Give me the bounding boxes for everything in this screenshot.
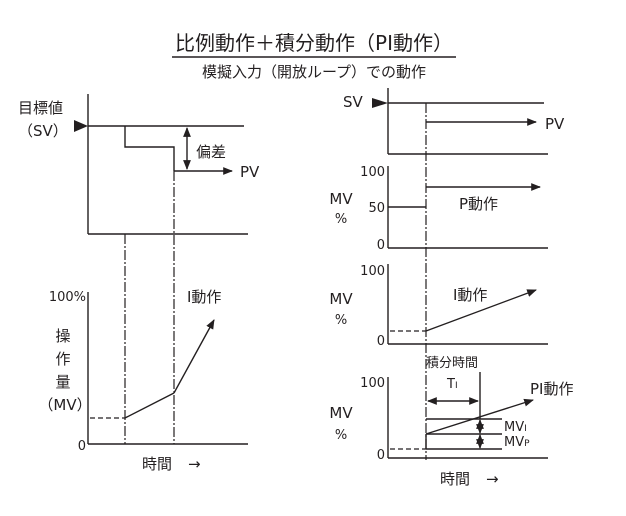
mv-curve-segment-2 <box>173 319 215 394</box>
deviation-label: 偏差 <box>196 143 226 161</box>
p-percent-label: % <box>335 212 347 227</box>
p-0-tick: 0 <box>377 238 385 253</box>
left-pv-chart: 目標値 （SV） 偏差 PV <box>18 94 260 235</box>
sv-label: 目標値 <box>18 99 63 117</box>
diagram-subtitle: 模擬入力（開放ループ）での動作 <box>202 63 426 81</box>
pi-action-chart: 積分時間 TI 100 0 MV % PI動作 MVI MVP 時間 → <box>329 356 573 488</box>
mv-100-tick: 100% <box>49 290 86 305</box>
pi-action-label: PI動作 <box>530 380 573 398</box>
left-mv-chart: 100% 0 操 作 量 （MV） I動作 時間 → <box>38 288 248 473</box>
time-arrow-icon: → <box>188 455 201 473</box>
time-label: 時間 <box>142 455 172 473</box>
mv-curve-segment-1 <box>124 392 175 419</box>
pi-mv-label: MV <box>329 404 353 422</box>
integral-time-label: 積分時間 <box>426 356 478 371</box>
right-time-arrow-icon: → <box>486 470 499 488</box>
right-sv-label: SV <box>343 93 364 111</box>
right-sv-pointer-icon <box>372 98 388 108</box>
right-time-label: 時間 <box>440 470 470 488</box>
p-50-tick: 50 <box>368 201 385 216</box>
pi-100-tick: 100 <box>360 376 385 391</box>
ti-label: TI <box>446 377 458 392</box>
right-pv-label: PV <box>545 115 565 133</box>
mvp-label: MVP <box>504 435 530 450</box>
pv-step <box>124 126 175 171</box>
p-mv-label: MV <box>329 190 353 208</box>
pi-output-line <box>425 398 534 435</box>
i-mv-label: MV <box>329 290 353 308</box>
mv-axis-label-1: 操 <box>55 327 70 345</box>
pv-label: PV <box>240 163 260 181</box>
i-action-chart: 100 0 MV % I動作 <box>329 264 548 349</box>
p-action-chart: 100 50 0 MV % P動作 <box>329 165 548 253</box>
mv-axis-label-3: 量 <box>55 373 70 391</box>
i-action-label: I動作 <box>187 288 221 306</box>
pi-0-tick: 0 <box>377 448 385 463</box>
mv-axis-label-2: 作 <box>55 350 70 368</box>
p-action-label: P動作 <box>459 195 498 213</box>
mv-axis-label-4: （MV） <box>38 396 91 414</box>
mv-0-tick: 0 <box>78 439 86 454</box>
right-pv-chart: SV PV <box>343 88 565 155</box>
pi-percent-label: % <box>335 428 347 443</box>
sv-label-abbr: （SV） <box>18 122 68 140</box>
i-0-tick: 0 <box>377 334 385 349</box>
i-action-label: I動作 <box>453 286 487 304</box>
i-percent-label: % <box>335 313 347 328</box>
i-output-line <box>425 289 537 332</box>
diagram-title: 比例動作＋積分動作（PI動作） <box>175 31 453 55</box>
i-100-tick: 100 <box>360 264 385 279</box>
p-100-tick: 100 <box>360 165 385 180</box>
mvi-label: MVI <box>504 420 527 435</box>
sv-pointer-icon <box>74 120 88 132</box>
